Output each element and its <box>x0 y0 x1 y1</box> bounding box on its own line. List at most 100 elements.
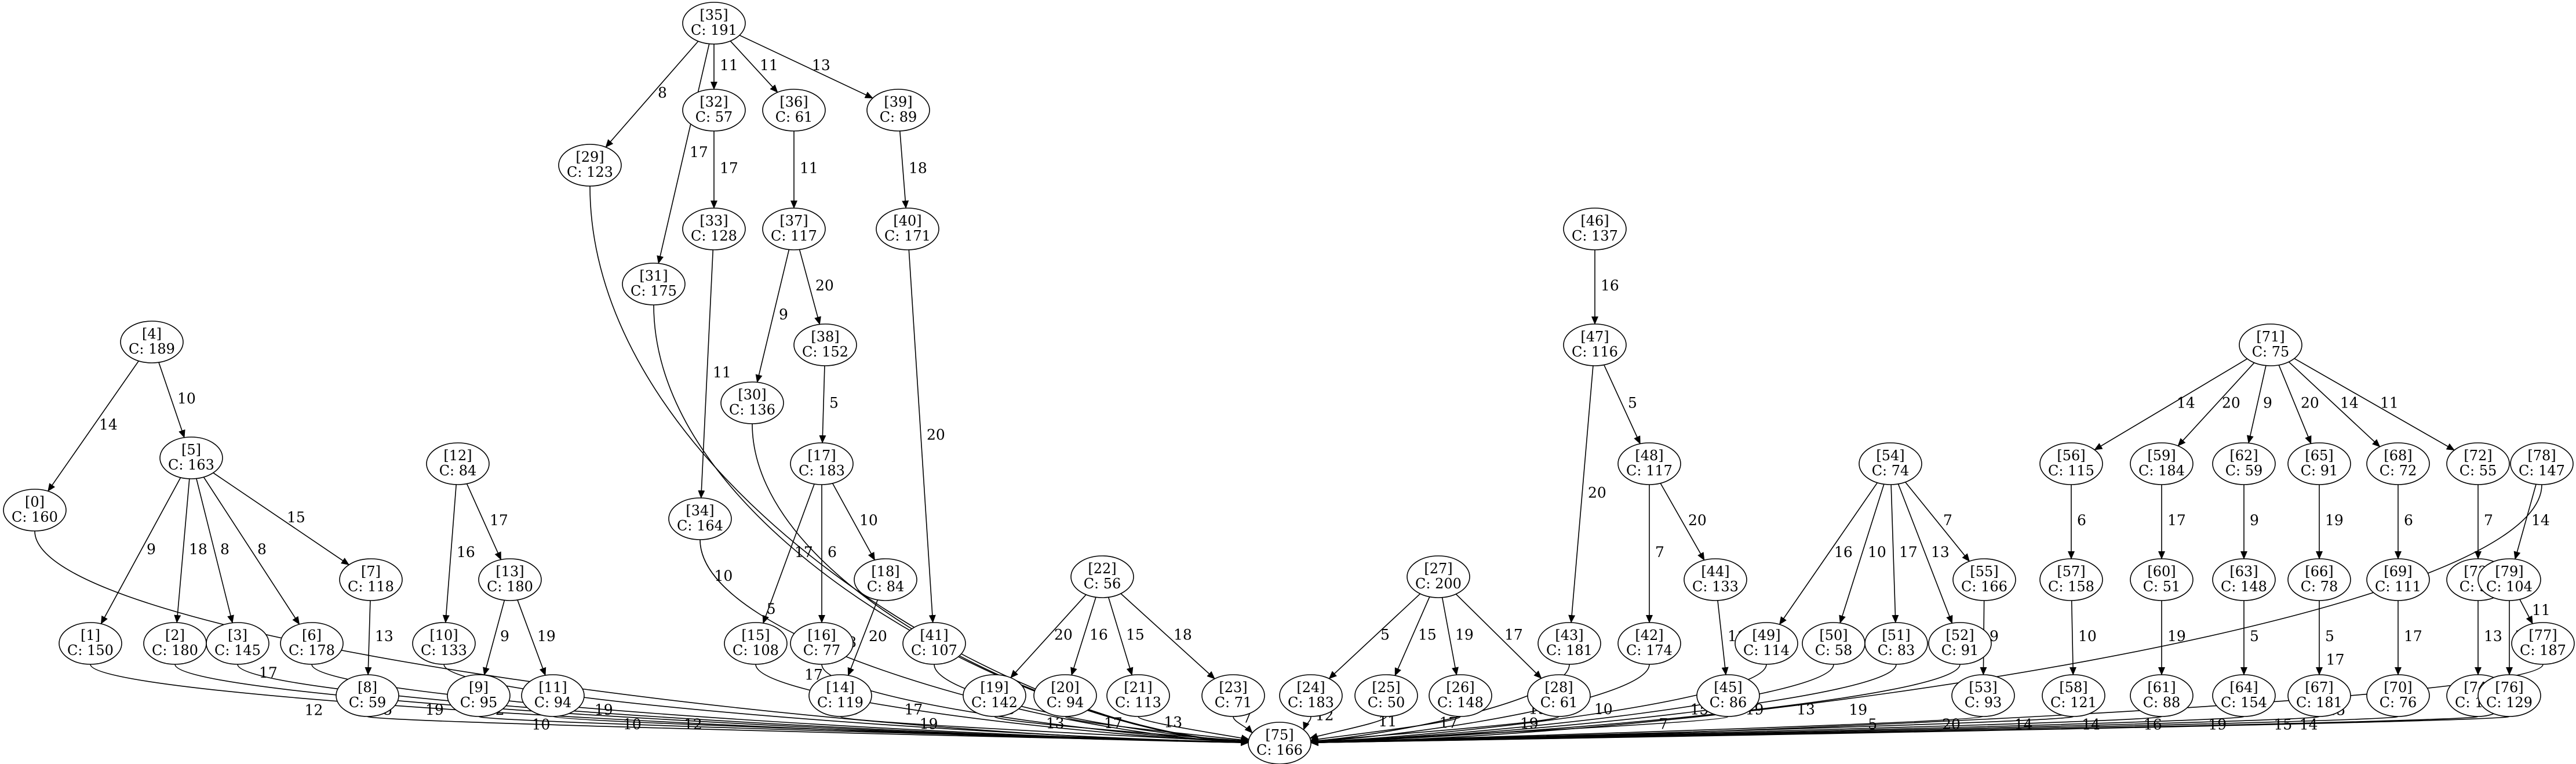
node-48[interactable]: [48]C: 117 <box>1617 442 1681 485</box>
node-77[interactable]: [77]C: 187 <box>2511 622 2575 665</box>
node-15[interactable]: [15]C: 108 <box>724 622 788 665</box>
node-ellipse <box>854 558 917 601</box>
node-72[interactable]: [72]C: 55 <box>2446 442 2510 485</box>
node-37[interactable]: [37]C: 117 <box>762 208 826 250</box>
edge-62-63: 9 <box>2240 484 2259 559</box>
node-65[interactable]: [65]C: 91 <box>2287 442 2351 485</box>
node-cost-label: C: 148 <box>1437 694 1484 711</box>
node-30[interactable]: [30]C: 136 <box>720 381 784 424</box>
node-31[interactable]: [31]C: 175 <box>622 263 686 305</box>
node-ellipse <box>682 2 746 45</box>
node-45[interactable]: [45]C: 86 <box>1696 674 1760 717</box>
node-67[interactable]: [67]C: 181 <box>2287 674 2351 717</box>
node-29[interactable]: [29]C: 123 <box>558 144 622 187</box>
node-52[interactable]: [52]C: 91 <box>1928 622 1992 665</box>
node-ellipse <box>1429 674 1492 717</box>
node-8[interactable]: [8]C: 59 <box>336 674 399 717</box>
edge-weight-label: 17 <box>259 664 278 681</box>
edge-line <box>2094 358 2248 450</box>
node-11[interactable]: [11]C: 94 <box>521 674 585 717</box>
node-7[interactable]: [7]C: 118 <box>339 558 403 601</box>
node-cost-label: C: 133 <box>1692 579 1739 595</box>
edge-12-10: 16 <box>442 484 475 624</box>
edge-13-9: 9 <box>483 600 509 676</box>
node-cost-label: C: 200 <box>1415 576 1462 592</box>
node-26[interactable]: [26]C: 148 <box>1429 674 1492 717</box>
node-13[interactable]: [13]C: 180 <box>478 558 542 601</box>
node-51[interactable]: [51]C: 83 <box>1864 622 1928 665</box>
node-28[interactable]: [28]C: 61 <box>1527 674 1591 717</box>
node-16[interactable]: [16]C: 77 <box>790 622 854 665</box>
node-38[interactable]: [38]C: 152 <box>793 323 857 366</box>
node-63[interactable]: [63]C: 148 <box>2212 558 2276 601</box>
node-55[interactable]: [55]C: 166 <box>1952 558 2016 601</box>
node-61[interactable]: [61]C: 88 <box>2130 674 2194 717</box>
edge-line <box>1839 483 1885 624</box>
edge-71-68: 14 <box>2288 361 2381 448</box>
node-25[interactable]: [25]C: 50 <box>1354 674 1418 717</box>
node-56[interactable]: [56]C: 115 <box>2039 442 2103 485</box>
node-44[interactable]: [44]C: 133 <box>1684 558 1747 601</box>
node-78[interactable]: [78]C: 147 <box>2510 442 2574 485</box>
node-1[interactable]: [1]C: 150 <box>59 622 122 665</box>
node-20[interactable]: [20]C: 94 <box>1033 674 1097 717</box>
node-5[interactable]: [5]C: 163 <box>159 436 223 479</box>
node-36[interactable]: [36]C: 61 <box>762 89 826 132</box>
node-9[interactable]: [9]C: 95 <box>447 674 511 717</box>
node-19[interactable]: [19]C: 142 <box>963 674 1026 717</box>
node-54[interactable]: [54]C: 74 <box>1859 442 1922 485</box>
node-33[interactable]: [33]C: 128 <box>682 208 746 250</box>
node-17[interactable]: [17]C: 183 <box>790 442 854 485</box>
node-64[interactable]: [64]C: 154 <box>2212 674 2276 717</box>
node-14[interactable]: [14]C: 119 <box>808 674 872 717</box>
node-79[interactable]: [79]C: 104 <box>2477 558 2541 601</box>
node-35[interactable]: [35]C: 191 <box>682 2 746 45</box>
node-id-label: [40] <box>893 213 921 229</box>
node-43[interactable]: [43]C: 181 <box>1537 622 1601 665</box>
node-71[interactable]: [71]C: 75 <box>2239 323 2302 366</box>
node-50[interactable]: [50]C: 58 <box>1802 622 1865 665</box>
node-75[interactable]: [75]C: 166 <box>1248 722 1311 764</box>
node-42[interactable]: [42]C: 174 <box>1617 622 1681 665</box>
node-10[interactable]: [10]C: 133 <box>412 622 476 665</box>
node-6[interactable]: [6]C: 178 <box>280 622 344 665</box>
node-40[interactable]: [40]C: 171 <box>876 208 939 250</box>
node-id-label: [69] <box>2384 563 2412 580</box>
node-39[interactable]: [39]C: 89 <box>866 89 930 132</box>
edge-4-0: 14 <box>48 361 139 492</box>
node-3[interactable]: [3]C: 145 <box>206 622 269 665</box>
node-32[interactable]: [32]C: 57 <box>682 89 746 132</box>
node-27[interactable]: [27]C: 200 <box>1407 555 1470 598</box>
node-23[interactable]: [23]C: 71 <box>1201 674 1265 717</box>
node-66[interactable]: [66]C: 78 <box>2287 558 2351 601</box>
node-id-label: [34] <box>686 503 714 519</box>
node-60[interactable]: [60]C: 51 <box>2130 558 2194 601</box>
node-18[interactable]: [18]C: 84 <box>854 558 917 601</box>
node-22[interactable]: [22]C: 56 <box>1070 555 1134 598</box>
node-46[interactable]: [46]C: 137 <box>1563 208 1627 250</box>
node-47[interactable]: [47]C: 116 <box>1563 323 1627 366</box>
node-4[interactable]: [4]C: 189 <box>120 321 184 363</box>
node-68[interactable]: [68]C: 72 <box>2366 442 2430 485</box>
node-41[interactable]: [41]C: 107 <box>902 622 966 665</box>
node-id-label: [15] <box>741 627 770 643</box>
node-49[interactable]: [49]C: 114 <box>1735 622 1798 665</box>
node-34[interactable]: [34]C: 164 <box>668 497 732 540</box>
node-57[interactable]: [57]C: 158 <box>2039 558 2103 601</box>
node-59[interactable]: [59]C: 184 <box>2130 442 2194 485</box>
node-76[interactable]: [76]C: 129 <box>2477 674 2541 717</box>
node-58[interactable]: [58]C: 121 <box>2042 674 2105 717</box>
node-21[interactable]: [21]C: 113 <box>1106 674 1170 717</box>
node-53[interactable]: [53]C: 93 <box>1951 674 2015 717</box>
edge-22-19: 20 <box>1010 594 1087 678</box>
node-2[interactable]: [2]C: 180 <box>143 622 207 665</box>
node-12[interactable]: [12]C: 84 <box>426 442 490 485</box>
node-cost-label: C: 115 <box>2048 463 2094 479</box>
node-70[interactable]: [70]C: 76 <box>2366 674 2430 717</box>
node-0[interactable]: [0]C: 160 <box>3 489 67 532</box>
node-cost-label: C: 56 <box>1084 576 1121 592</box>
node-ellipse <box>1033 674 1097 717</box>
node-69[interactable]: [69]C: 111 <box>2366 558 2430 601</box>
node-62[interactable]: [62]C: 59 <box>2212 442 2276 485</box>
node-24[interactable]: [24]C: 183 <box>1279 674 1343 717</box>
